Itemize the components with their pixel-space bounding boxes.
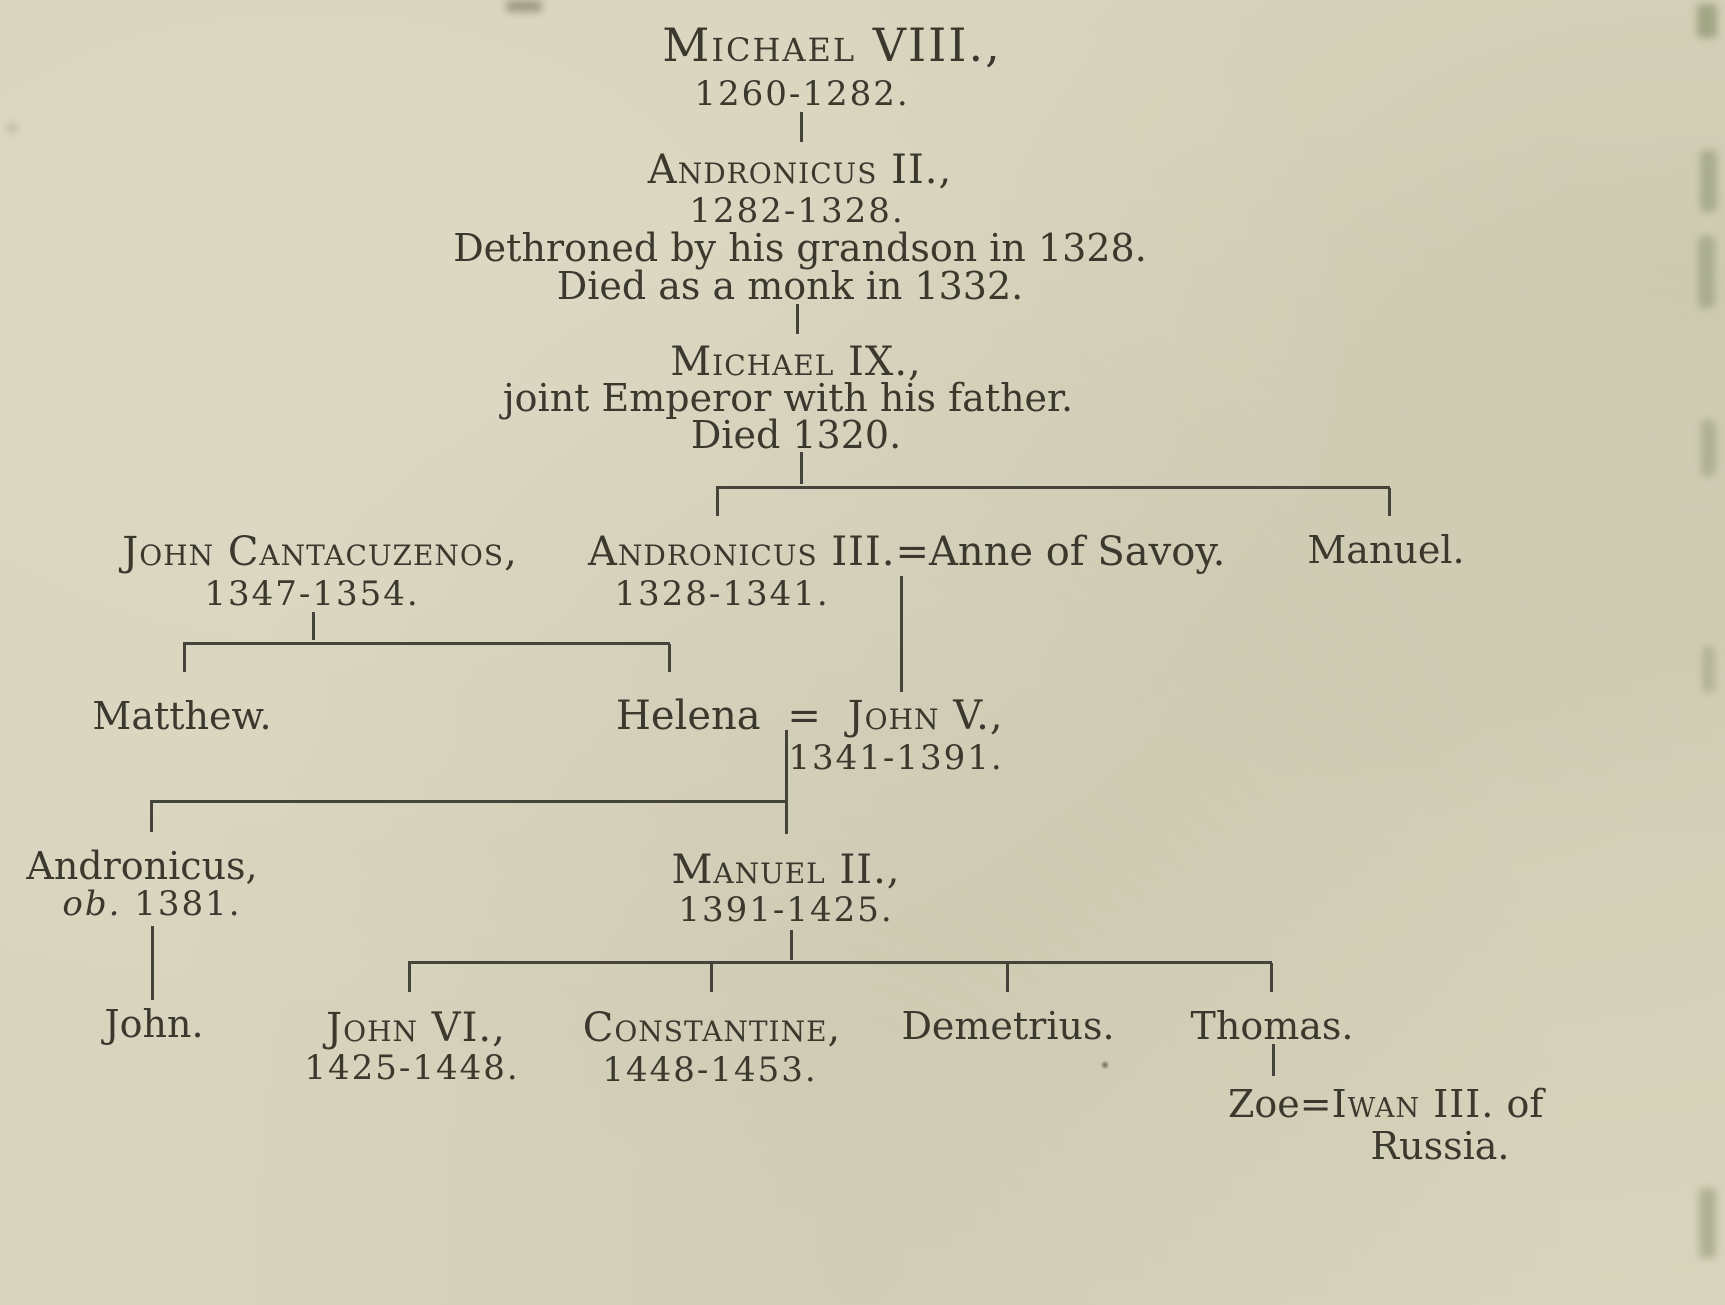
drop-to-andronicus-younger bbox=[150, 802, 153, 832]
sibling-rail-cantacuzenos bbox=[183, 642, 670, 645]
sibling-rail-manuel2-children bbox=[408, 961, 1272, 964]
person-andronicus-ii-note-2: Died as a monk in 1332. bbox=[556, 264, 1024, 308]
connector-thomas-to-zoe bbox=[1272, 1044, 1275, 1076]
drop-to-andronicus3 bbox=[716, 488, 719, 516]
bleed-through-artifact bbox=[1698, 236, 1715, 308]
couple-zoe-iwan: Zoe=Iwan III. of bbox=[1228, 1082, 1544, 1126]
person-john-cantacuzenos-name: John Cantacuzenos, bbox=[122, 529, 518, 575]
bleed-through-artifact bbox=[1697, 4, 1717, 38]
bleed-through-artifact bbox=[1701, 420, 1716, 476]
person-thomas-name: Thomas. bbox=[1190, 1004, 1354, 1048]
drop-to-demetrius bbox=[1006, 963, 1009, 992]
couple-helena-john5: Helena = John V., bbox=[616, 694, 1004, 738]
person-john-vi-name: John VI., bbox=[326, 1005, 506, 1051]
person-iwan-iii-name: Iwan III. bbox=[1331, 1082, 1495, 1126]
person-michael-ix-name: Michael IX., bbox=[670, 339, 922, 385]
drop-to-thomas bbox=[1270, 963, 1273, 992]
sibling-rail-john5-children bbox=[150, 800, 788, 803]
person-andronicus-ii-dates: 1282-1328. bbox=[689, 191, 905, 231]
person-constantine-name: Constantine, bbox=[582, 1005, 842, 1051]
person-constantine-dates: 1448-1453. bbox=[602, 1050, 818, 1090]
connector-michael8-to-andronicus2 bbox=[800, 112, 803, 142]
person-john-cantacuzenos-dates: 1347-1354. bbox=[204, 574, 420, 614]
drop-to-constantine bbox=[710, 963, 713, 992]
person-manuel-ii-name: Manuel II., bbox=[671, 847, 901, 893]
person-michael-ix-note-1: joint Emperor with his father. bbox=[502, 376, 1074, 420]
bleed-through-artifact bbox=[1702, 646, 1715, 692]
drop-to-manuel bbox=[1388, 488, 1391, 516]
person-manuel-name: Manuel. bbox=[1307, 528, 1465, 572]
bleed-through-artifact bbox=[1700, 150, 1717, 212]
person-michael-viii-name: Michael VIII., bbox=[662, 18, 1002, 72]
connector-andronicus2-to-michael9 bbox=[796, 304, 799, 334]
person-helena-name: Helena bbox=[616, 693, 761, 739]
person-andronicus-ii-name: Andronicus II., bbox=[647, 147, 953, 193]
ink-speck bbox=[1102, 1062, 1108, 1068]
connector-andronicus-younger-to-john bbox=[151, 926, 154, 1000]
connector-john5-to-children bbox=[785, 730, 788, 802]
person-matthew-name: Matthew. bbox=[92, 694, 272, 738]
person-manuel-ii-dates: 1391-1425. bbox=[678, 890, 894, 930]
obiit-abbreviation: ob. bbox=[62, 884, 122, 924]
connector-manuel2-to-children bbox=[790, 930, 793, 960]
person-demetrius-name: Demetrius. bbox=[901, 1004, 1115, 1048]
person-michael-ix-note-2: Died 1320. bbox=[690, 413, 902, 457]
connector-cantacuzenos-to-children bbox=[312, 612, 315, 640]
zoe-line-suffix: of bbox=[1506, 1082, 1544, 1126]
drop-to-manuel2 bbox=[785, 802, 788, 834]
ink-speck bbox=[8, 124, 16, 132]
connector-michael9-to-children bbox=[800, 452, 803, 484]
bleed-through-artifact bbox=[1699, 1188, 1716, 1258]
drop-to-matthew bbox=[183, 644, 186, 672]
drop-to-john6 bbox=[408, 963, 411, 992]
person-john-vi-dates: 1425-1448. bbox=[304, 1048, 520, 1088]
couple-andronicus3-anne: Andronicus III.=Anne of Savoy. bbox=[588, 530, 1225, 574]
person-john-v-name: John V., bbox=[847, 693, 1004, 739]
person-john-name: John. bbox=[104, 1002, 204, 1046]
connector-andronicus3-to-john5 bbox=[900, 576, 903, 692]
person-john-v-dates: 1341-1391. bbox=[788, 738, 1004, 778]
obiit-year: 1381. bbox=[134, 884, 242, 924]
person-michael-viii-dates: 1260-1282. bbox=[694, 74, 910, 114]
marriage-equals-sign: = bbox=[787, 693, 821, 739]
person-anne-of-savoy-name: =Anne of Savoy. bbox=[895, 529, 1226, 575]
drop-to-helena bbox=[668, 644, 671, 672]
person-andronicus-iii-dates: 1328-1341. bbox=[614, 574, 830, 614]
person-andronicus-iii-name: Andronicus III. bbox=[588, 529, 896, 575]
person-zoe-name: Zoe= bbox=[1228, 1082, 1332, 1126]
person-andronicus-ii-note-1: Dethroned by his grandson in 1328. bbox=[453, 226, 1147, 270]
zoe-line-2-russia: Russia. bbox=[1370, 1124, 1510, 1168]
person-andronicus-younger-name: Andronicus, bbox=[26, 844, 258, 888]
sibling-rail-gen4 bbox=[716, 486, 1390, 489]
person-andronicus-younger-dates: ob. 1381. bbox=[62, 884, 242, 924]
bleed-through-artifact bbox=[506, 0, 542, 12]
